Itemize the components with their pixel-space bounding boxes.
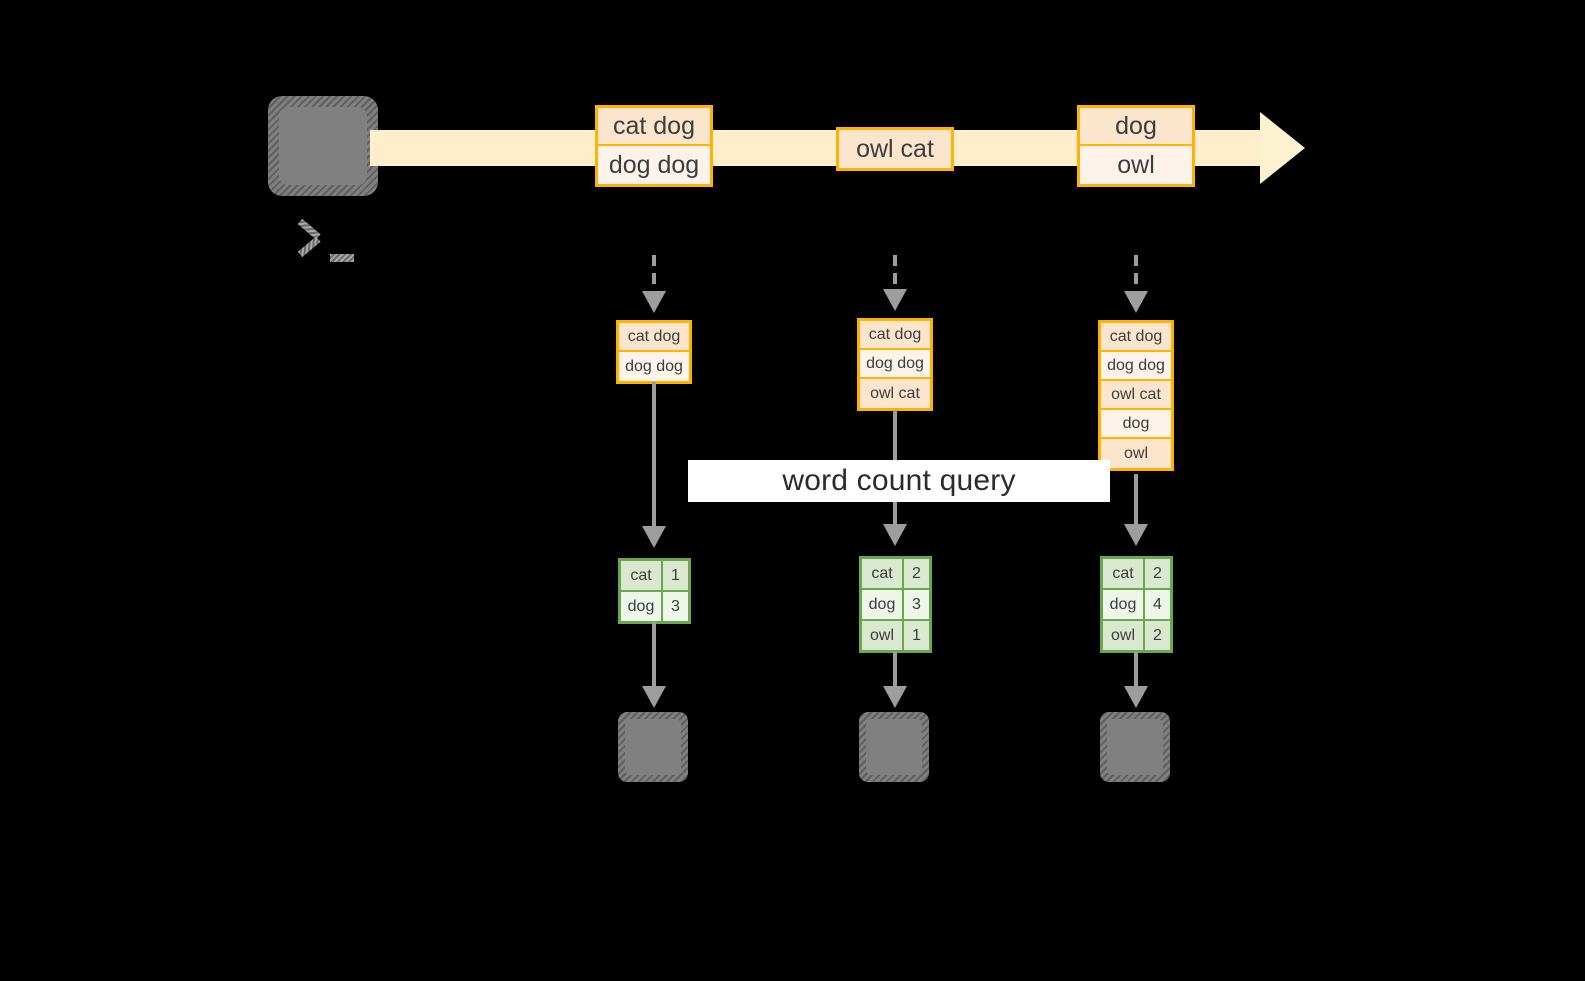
stream-event-3-line-2: owl <box>1080 146 1192 184</box>
source-terminal-icon <box>268 96 378 262</box>
result-word: cat <box>621 561 663 590</box>
snapshot-3-records: cat dog dog dog owl cat dog owl <box>1098 320 1174 471</box>
stream-arrow-head-icon <box>1260 112 1305 184</box>
stream-event-3: dog owl <box>1077 105 1195 187</box>
result-count: 4 <box>1145 590 1170 619</box>
result-word: dog <box>621 592 663 621</box>
stream-tap-line-1 <box>652 255 656 293</box>
table-row: cat 2 <box>862 559 929 590</box>
result-word: owl <box>1103 621 1145 650</box>
snapshot-3-query-arrow-icon <box>1124 524 1148 546</box>
table-row: owl 2 <box>1103 621 1170 650</box>
snapshot-2-sink-line <box>893 652 897 688</box>
terminal-prompt-icon <box>618 712 688 782</box>
terminal-screen <box>1107 719 1163 775</box>
snapshot-1-query-arrow-icon <box>642 526 666 548</box>
stream-tap-line-2 <box>893 255 897 291</box>
result-word: dog <box>1103 590 1145 619</box>
snapshot-3-results: cat 2 dog 4 owl 2 <box>1100 556 1173 653</box>
result-count: 2 <box>1145 559 1170 588</box>
snapshot-2-records: cat dog dog dog owl cat <box>857 318 933 411</box>
result-count: 2 <box>904 559 929 588</box>
snapshot-2-record-2: dog dog <box>860 350 930 379</box>
stream-event-1-line-1: cat dog <box>598 108 710 146</box>
result-word: owl <box>862 621 904 650</box>
snapshot-2-results: cat 2 dog 3 owl 1 <box>859 556 932 653</box>
result-count: 1 <box>663 561 688 590</box>
stream-tap-line-3 <box>1134 255 1138 293</box>
terminal-screen <box>866 719 922 775</box>
snapshot-1-record-1: cat dog <box>619 323 689 352</box>
table-row: owl 1 <box>862 621 929 650</box>
query-label: word count query <box>688 460 1110 502</box>
snapshot-1-records: cat dog dog dog <box>616 320 692 384</box>
result-count: 2 <box>1145 621 1170 650</box>
snapshot-1-sink-line <box>652 622 656 688</box>
snapshot-3-record-4: dog <box>1101 410 1171 439</box>
stream-tap-arrow-3-icon <box>1124 291 1148 313</box>
result-count: 3 <box>663 592 688 621</box>
stream-event-2-line-1: owl cat <box>839 130 951 168</box>
snapshot-2-query-arrow-icon <box>883 524 907 546</box>
snapshot-1-sink-arrow-icon <box>642 686 666 708</box>
stream-tap-arrow-2-icon <box>883 289 907 311</box>
snapshot-3-sink-arrow-icon <box>1124 686 1148 708</box>
snapshot-3-record-5: owl <box>1101 439 1171 468</box>
snapshot-3-record-2: dog dog <box>1101 352 1171 381</box>
snapshot-3-sink-line <box>1134 652 1138 688</box>
result-word: dog <box>862 590 904 619</box>
terminal-screen <box>279 107 367 185</box>
snapshot-3-record-1: cat dog <box>1101 323 1171 352</box>
table-row: dog 3 <box>621 592 688 621</box>
result-word: cat <box>862 559 904 588</box>
stream-event-3-line-1: dog <box>1080 108 1192 146</box>
terminal-screen <box>625 719 681 775</box>
snapshot-1-query-line <box>652 382 656 528</box>
result-word: cat <box>1103 559 1145 588</box>
stream-event-1: cat dog dog dog <box>595 105 713 187</box>
stream-event-1-line-2: dog dog <box>598 146 710 184</box>
result-count: 1 <box>904 621 929 650</box>
result-count: 3 <box>904 590 929 619</box>
snapshot-1-record-2: dog dog <box>619 352 689 381</box>
terminal-prompt-icon <box>1100 712 1170 782</box>
stream-tap-arrow-1-icon <box>642 291 666 313</box>
snapshot-2-sink-terminal-icon <box>859 712 929 782</box>
snapshot-1-sink-terminal-icon <box>618 712 688 782</box>
table-row: dog 4 <box>1103 590 1170 621</box>
snapshot-2-record-1: cat dog <box>860 321 930 350</box>
snapshot-3-sink-terminal-icon <box>1100 712 1170 782</box>
table-row: cat 2 <box>1103 559 1170 590</box>
snapshot-1-results: cat 1 dog 3 <box>618 558 691 624</box>
terminal-prompt-icon <box>859 712 929 782</box>
snapshot-3-query-line <box>1134 474 1138 526</box>
stream-event-2: owl cat <box>836 127 954 171</box>
snapshot-3-record-3: owl cat <box>1101 381 1171 410</box>
snapshot-2-record-3: owl cat <box>860 379 930 408</box>
table-row: cat 1 <box>621 561 688 592</box>
snapshot-2-sink-arrow-icon <box>883 686 907 708</box>
terminal-prompt-icon <box>268 96 378 262</box>
table-row: dog 3 <box>862 590 929 621</box>
